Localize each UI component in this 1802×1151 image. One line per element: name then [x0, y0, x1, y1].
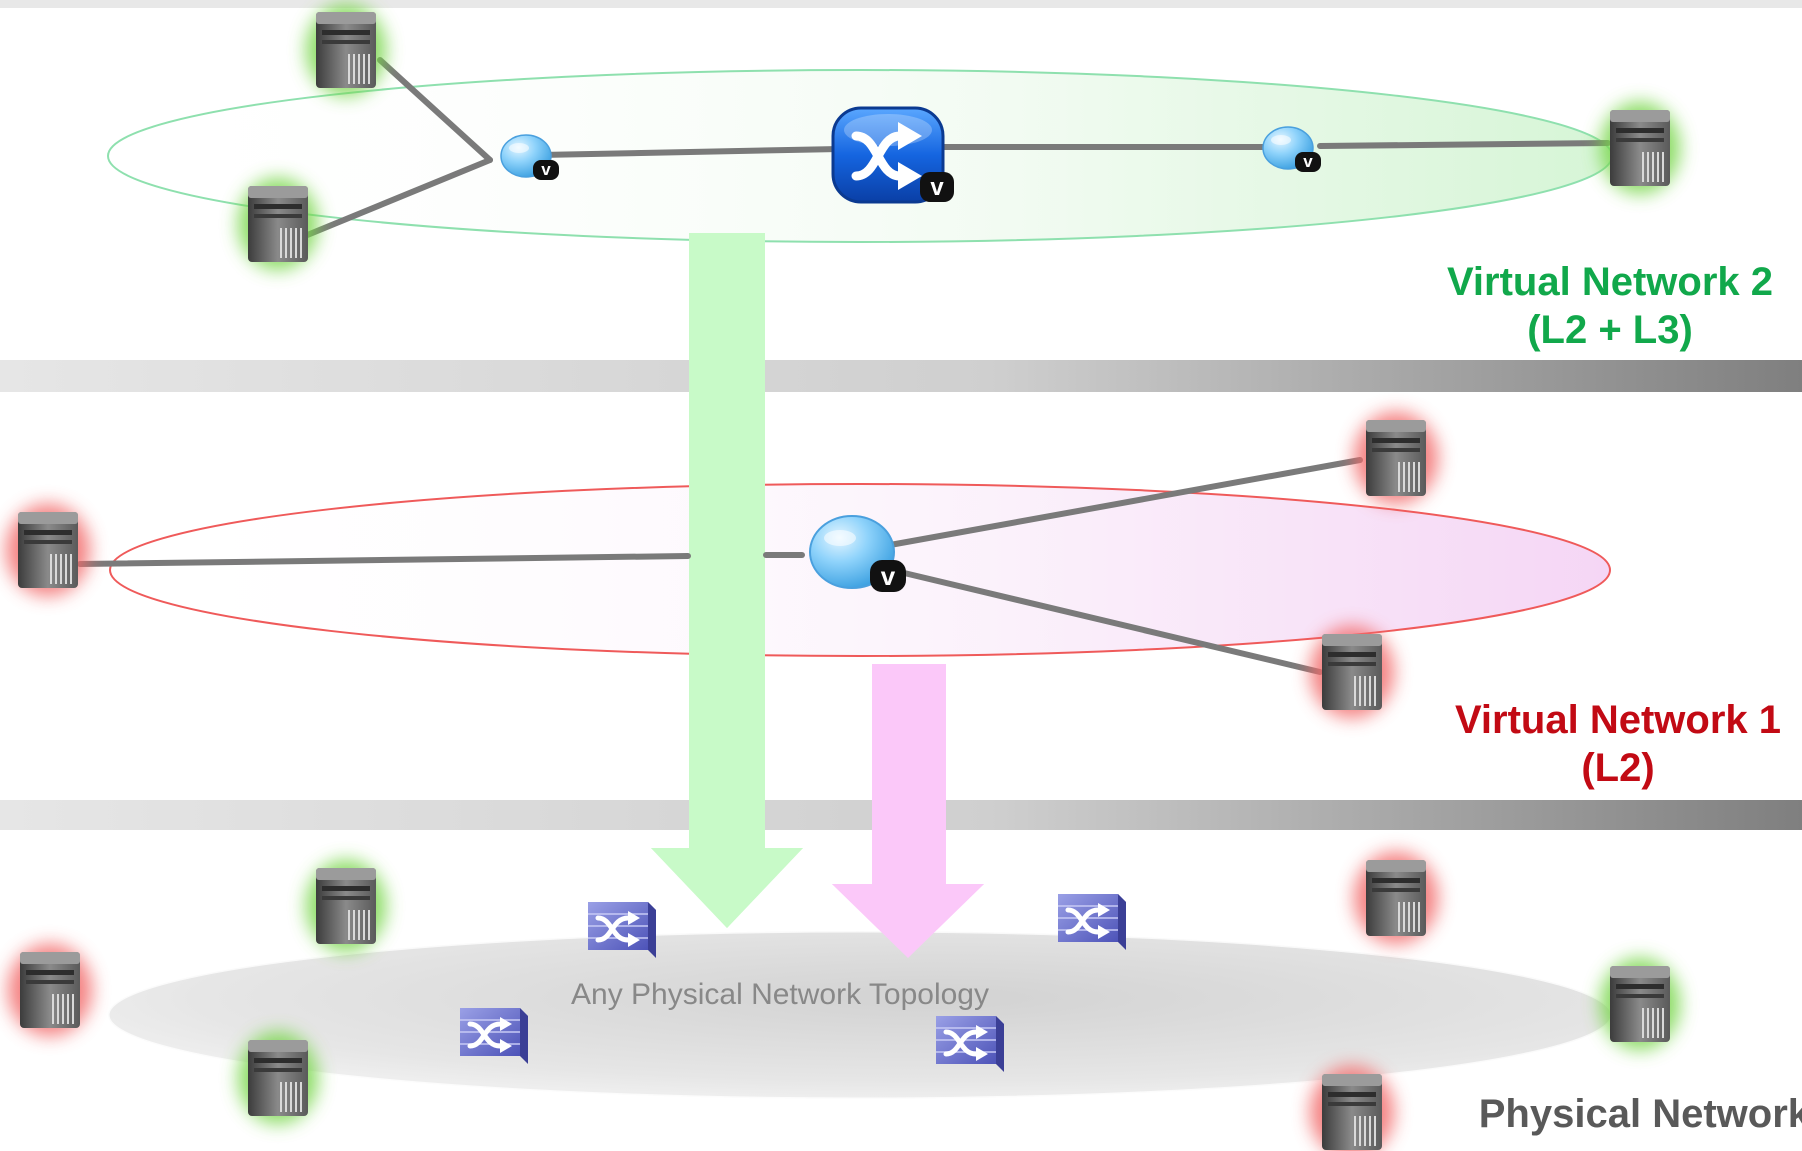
server-icon [306, 4, 386, 96]
svg-text:v: v [930, 174, 944, 201]
server-icon [1354, 412, 1438, 504]
physical-title: Physical Network [1478, 1092, 1802, 1136]
server-icon [238, 178, 318, 270]
topology-label: Any Physical Network Topology [571, 978, 989, 1011]
vn2-subtitle: (L2 + L3) [1527, 308, 1693, 352]
vn2-title: Virtual Network 2 [1446, 260, 1774, 304]
server-icon [238, 1032, 318, 1124]
virtual-router-icon: v [809, 515, 906, 592]
vn2-label: Virtual Network 2 (L2 + L3) [1400, 258, 1802, 354]
physical-switch-icon [588, 902, 656, 958]
server-icon [1310, 1066, 1394, 1151]
server-icon [1600, 958, 1680, 1050]
physical-ellipse [108, 931, 1612, 1099]
server-icon [6, 504, 90, 596]
top-border [0, 0, 1802, 8]
vn2-mapping-arrowhead [651, 848, 803, 928]
virtual-switch-icon: v [831, 106, 954, 204]
vn1-label: Virtual Network 1 (L2) [1408, 696, 1802, 792]
server-icon [8, 944, 92, 1036]
physical-switch-icon [460, 1008, 528, 1064]
vn1-title: Virtual Network 1 [1454, 698, 1782, 742]
server-icon [306, 860, 386, 952]
separator-vn2-vn1 [0, 360, 1802, 392]
server-icon [1354, 852, 1438, 944]
server-icon [1310, 626, 1394, 718]
vn1-mapping-arrowhead [832, 884, 984, 958]
vn2-links [297, 57, 1611, 241]
physical-label: Physical Network [1420, 1090, 1802, 1138]
svg-text:v: v [881, 561, 896, 591]
vn1-links [77, 457, 1363, 675]
vn2-mapping-arrow-shaft [689, 390, 765, 850]
vn1-subtitle: (L2) [1581, 746, 1655, 790]
server-icon [1600, 102, 1680, 194]
physical-switch-icon [1058, 894, 1126, 950]
physical-switch-icon [936, 1016, 1004, 1072]
